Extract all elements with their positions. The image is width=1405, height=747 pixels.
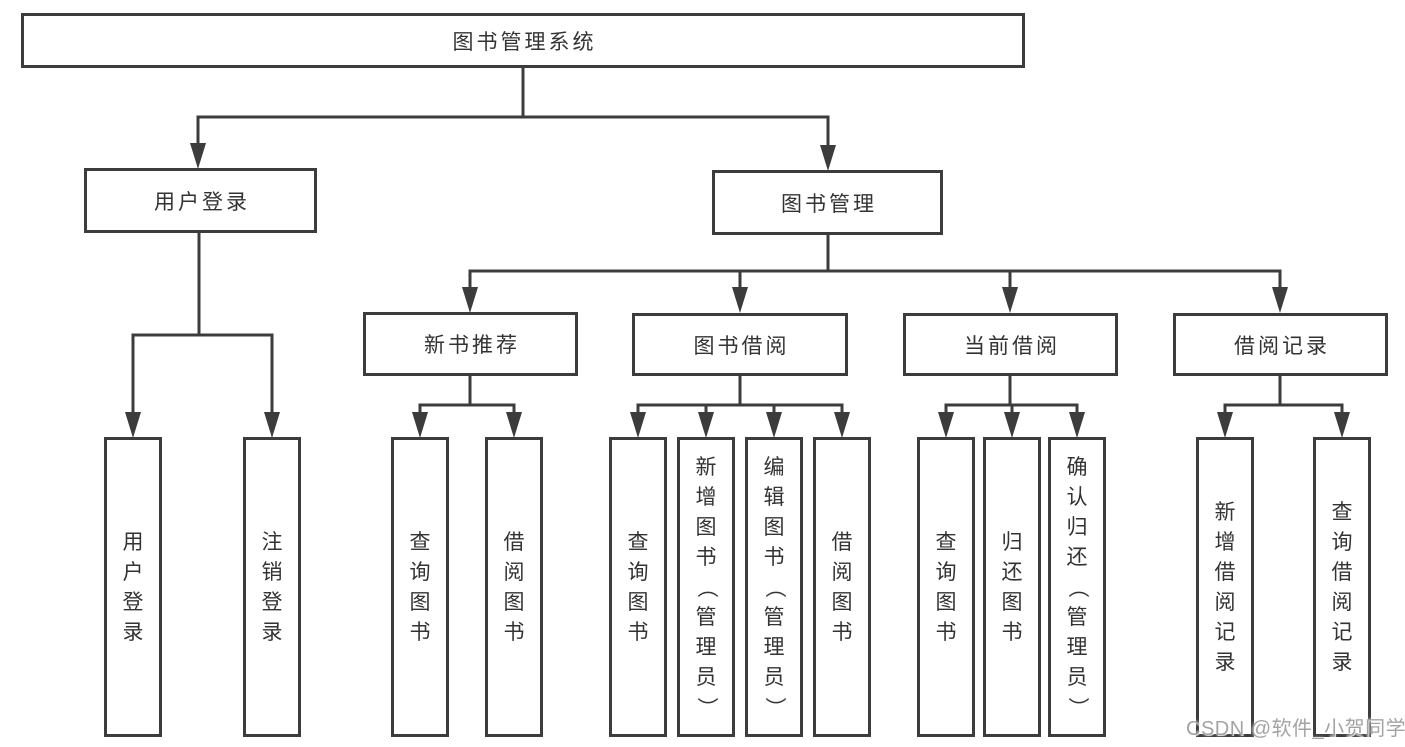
node-user-login: 用户登录 xyxy=(84,168,317,233)
leaf-add-borrow-record: 新增借阅记录 xyxy=(1196,437,1254,737)
leaf-query-books-under-borrow: 查询图书 xyxy=(609,437,667,737)
leaf-return-books: 归还图书 xyxy=(983,437,1041,737)
node-current-borrow: 当前借阅 xyxy=(903,313,1118,376)
node-new-book-recommend: 新书推荐 xyxy=(363,312,578,376)
leaf-confirm-return-admin: 确认归还（管理员） xyxy=(1048,437,1106,737)
node-borrow-records: 借阅记录 xyxy=(1173,313,1388,376)
node-book-borrow: 图书借阅 xyxy=(632,313,848,376)
leaf-query-borrow-record: 查询借阅记录 xyxy=(1313,437,1371,737)
csdn-watermark: CSDN @软件_小贺同学 xyxy=(1186,718,1405,740)
leaf-user-login: 用户登录 xyxy=(104,437,162,737)
leaf-add-books-admin: 新增图书（管理员） xyxy=(677,437,735,737)
node-book-management: 图书管理 xyxy=(712,170,943,235)
node-root-system: 图书管理系统 xyxy=(21,13,1025,68)
leaf-query-books-under-recommend: 查询图书 xyxy=(391,437,449,737)
leaf-borrow-books-under-recommend: 借阅图书 xyxy=(485,437,543,737)
leaf-logout: 注销登录 xyxy=(243,437,301,737)
leaf-query-books-under-current: 查询图书 xyxy=(917,437,975,737)
leaf-edit-books-admin: 编辑图书（管理员） xyxy=(745,437,803,737)
leaf-borrow-books-under-borrow: 借阅图书 xyxy=(813,437,871,737)
